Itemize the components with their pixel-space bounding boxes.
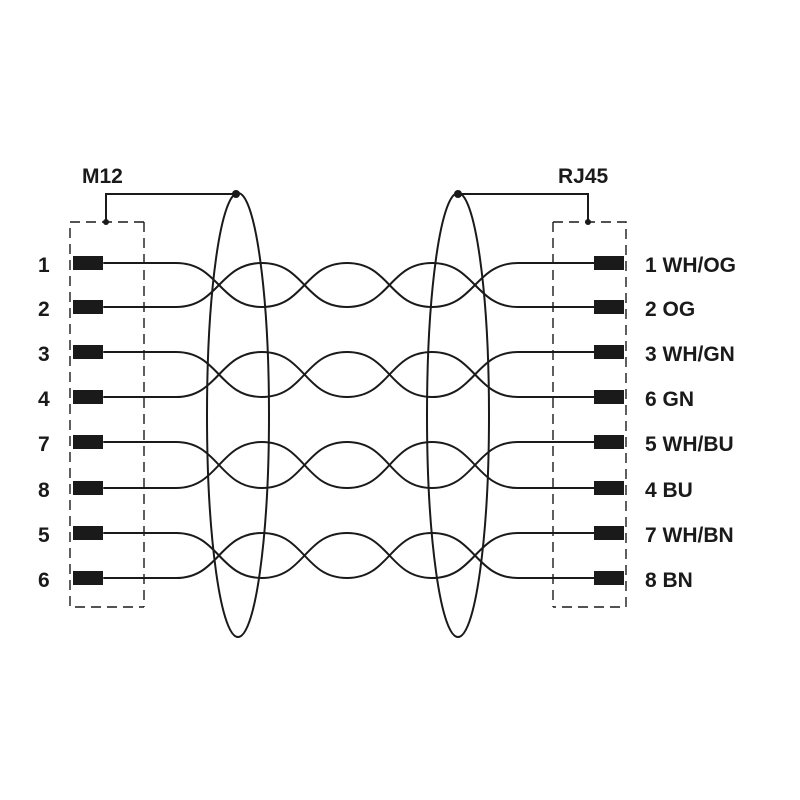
twisted-pair-wire [103, 261, 595, 309]
left-pin-contact [73, 390, 103, 404]
right-shield-contact [585, 219, 591, 225]
twisted-pair-wire [103, 261, 595, 309]
right-pin-label: 6 GN [645, 388, 695, 411]
left-connector-title: M12 [82, 165, 123, 188]
left-cable-shield [206, 192, 270, 638]
right-shield-drain [458, 193, 589, 222]
right-pin-label: 8 BN [645, 569, 693, 592]
right-pin-contact [594, 571, 624, 585]
right-pin-contact [594, 300, 624, 314]
left-pin-contact [73, 256, 103, 270]
left-pin-contact [73, 345, 103, 359]
right-pin-label: 3 WH/GN [645, 343, 735, 366]
left-pin-contact [73, 435, 103, 449]
right-pin-label: 4 BU [645, 479, 693, 502]
right-pin-contact [594, 435, 624, 449]
left-pin-label: 5 [38, 524, 50, 547]
left-pin-label: 7 [38, 433, 50, 456]
left-shield-junction [232, 190, 240, 198]
left-shield-contact [103, 219, 109, 225]
right-pin-label: 7 WH/BN [645, 524, 734, 547]
right-pin-label: 1 WH/OG [645, 254, 737, 277]
twisted-pair-wire [103, 440, 595, 490]
twisted-pair-wire [103, 350, 595, 399]
left-pin-contact [73, 481, 103, 495]
right-connector-title: RJ45 [558, 165, 609, 188]
left-pin-contact [73, 571, 103, 585]
left-pin-label: 3 [38, 343, 50, 366]
left-pin-contact [73, 300, 103, 314]
left-pin-label: 1 [38, 254, 50, 277]
right-shield-junction [454, 190, 462, 198]
twisted-pair-wire [103, 350, 595, 399]
twisted-pair-wire [103, 531, 595, 580]
right-pin-contact [594, 345, 624, 359]
left-pin-label: 4 [38, 388, 50, 411]
right-connector-housing [552, 221, 627, 608]
left-pin-contact [73, 526, 103, 540]
twisted-pair-wire [103, 531, 595, 580]
left-connector-housing [69, 221, 145, 608]
twisted-pair-wire [103, 440, 595, 490]
right-pin-contact [594, 390, 624, 404]
right-pin-contact [594, 526, 624, 540]
right-pin-contact [594, 256, 624, 270]
left-pin-label: 2 [38, 298, 50, 321]
right-pin-label: 5 WH/BU [645, 433, 734, 456]
left-pin-label: 8 [38, 479, 50, 502]
left-pin-label: 6 [38, 569, 50, 592]
right-pin-label: 2 OG [645, 298, 696, 321]
left-shield-drain [105, 193, 236, 222]
right-pin-contact [594, 481, 624, 495]
